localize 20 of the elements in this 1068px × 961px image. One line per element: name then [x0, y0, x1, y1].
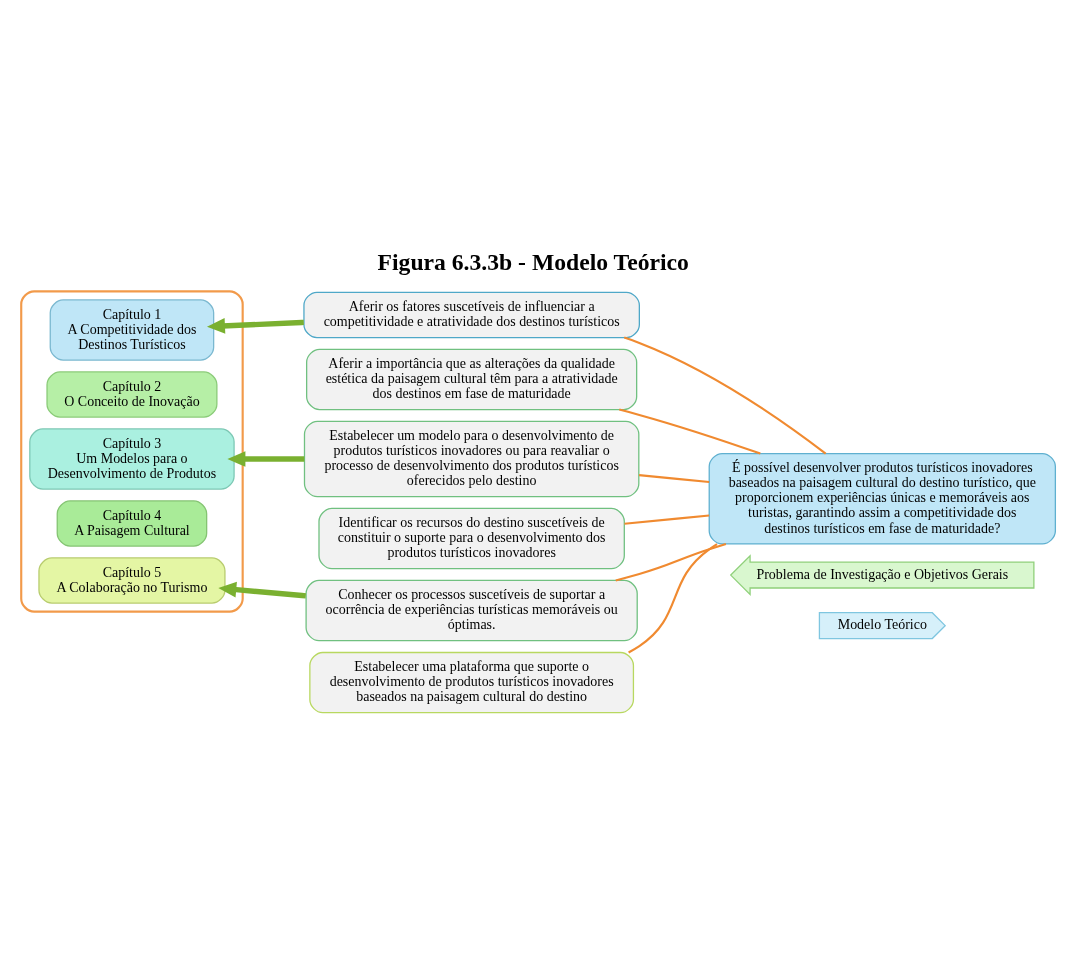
- node-box: Estabelecer um modelo para o desenvolvimento de produtos turísticos inovadores ou para reavaliar o processo de desenvolvimento dos produtos turísticos oferecidos pelo destino: [303, 420, 640, 498]
- connector: [624, 514, 710, 525]
- node-box: Capítulo 3 Um Modelos para o Desenvolvimento de Produtos: [29, 428, 235, 490]
- node-box: Capítulo 2 O Conceito de Inovação: [46, 371, 218, 418]
- diagram-title: Figura 6.3.3b - Modelo Teórico: [377, 249, 689, 276]
- connector: [638, 474, 710, 484]
- node-box: Estabelecer uma plataforma que suporte o desenvolvimento de produtos turísticos inovadores baseados na paisagem cultural do destino: [309, 651, 635, 714]
- node-box: Capítulo 5 A Colaboração no Turismo: [38, 557, 226, 604]
- node-box: É possível desenvolver produtos turísticos inovadores baseados na paisagem cultural do destino turístico, que proporcionem experiências únicas e memoráveis aos turistas, garantindo assim a competitividade dos destinos turísticos em fase de maturidade?: [708, 453, 1057, 545]
- node-box: Conhecer os processos suscetíveis de suportar a ocorrência de experiências turísticas memoráveis ou óptimas.: [305, 579, 638, 642]
- connector: [615, 542, 727, 582]
- arrow: [206, 318, 304, 334]
- node-box: Capítulo 1 A Competitividade dos Destinos Turísticos: [49, 299, 215, 361]
- node-box: Capítulo 4 A Paisagem Cultural: [56, 500, 208, 547]
- arrow: [227, 451, 305, 467]
- node-box: Aferir a importância que as alterações da qualidade estética da paisagem cultural têm para a atratividade dos destinos em fase de maturidade: [306, 348, 638, 411]
- node-box: Aferir os fatores suscetíveis de influenciar a competitividade e atratividade dos destinos turísticos: [303, 291, 640, 339]
- arrow: [218, 581, 306, 599]
- node-box: Identificar os recursos do destino suscetíveis de constituir o suporte para o desenvolvimento dos produtos turísticos inovadores: [318, 507, 625, 570]
- connector: [628, 543, 718, 654]
